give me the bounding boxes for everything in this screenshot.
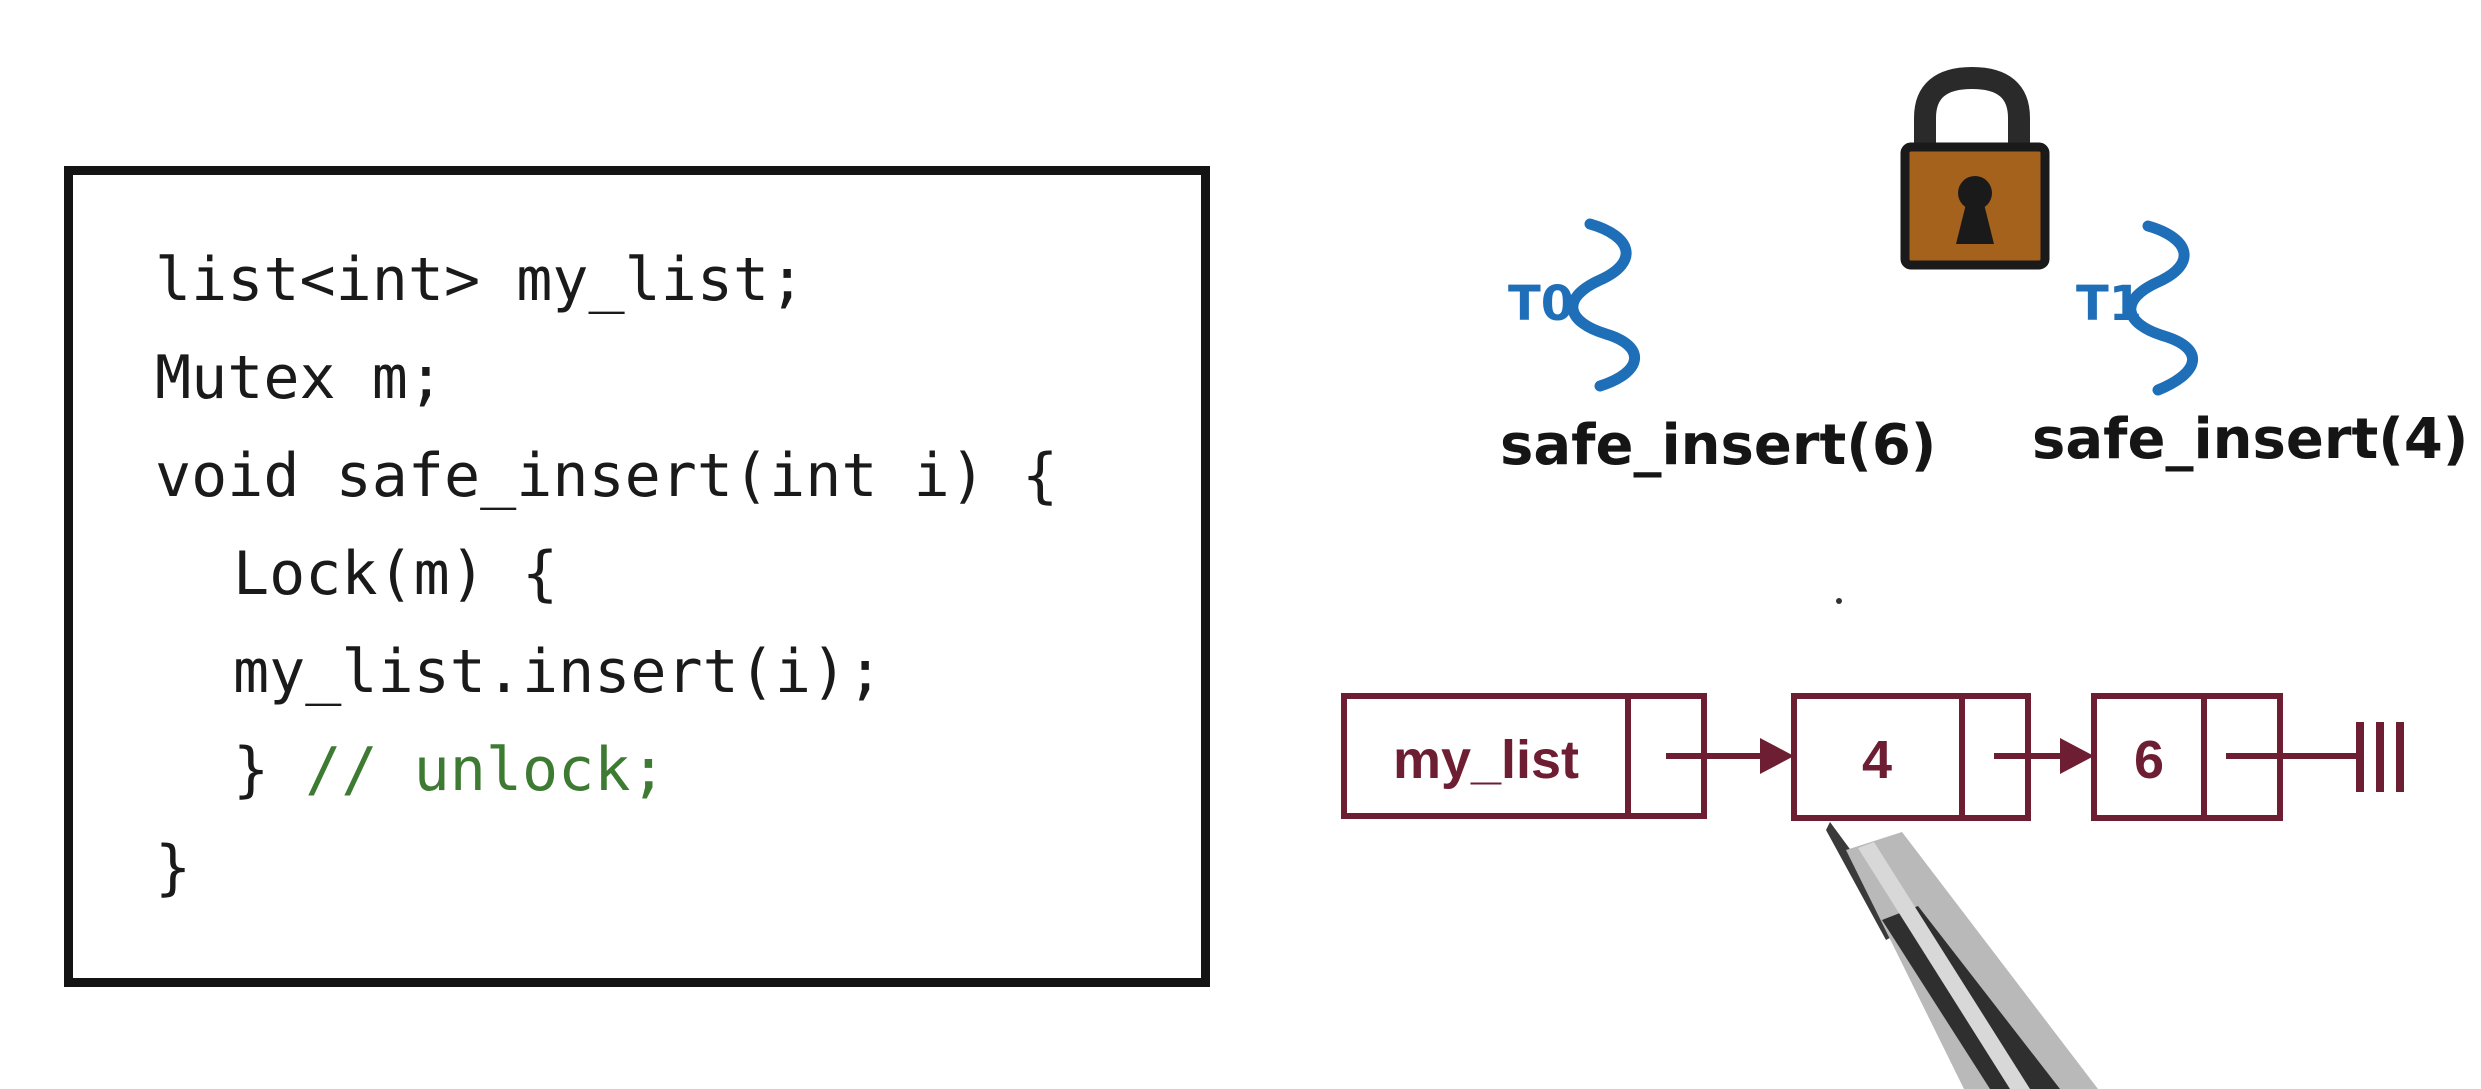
code-line-6: } // unlock; bbox=[155, 721, 1058, 819]
thread-t1: T1 safe_insert(4) bbox=[2032, 220, 2468, 472]
pen-icon bbox=[1826, 822, 2098, 1089]
list-head-label: my_list bbox=[1393, 730, 1579, 790]
stray-dot bbox=[1836, 598, 1842, 604]
code-line-7: } bbox=[155, 833, 192, 903]
list-node-value: 4 bbox=[1862, 730, 1892, 790]
code-panel: list<int> my_list; Mutex m; void safe_inse… bbox=[64, 166, 1210, 987]
list-node-value: 6 bbox=[2134, 730, 2164, 790]
code-line-6-brace: } bbox=[233, 735, 306, 805]
thread-squiggle-icon bbox=[2125, 220, 2198, 396]
linked-list bbox=[1341, 693, 2404, 821]
lock-icon bbox=[1900, 66, 2050, 270]
thread-squiggle-icon bbox=[1567, 218, 1640, 392]
code-line-5: my_list.insert(i); bbox=[233, 637, 884, 707]
code-line-4: Lock(m) { bbox=[233, 539, 559, 609]
arrow-head bbox=[1760, 738, 1794, 774]
code-block: list<int> my_list; Mutex m; void safe_inse… bbox=[155, 231, 1058, 917]
code-line-3: void safe_insert(int i) { bbox=[155, 441, 1059, 511]
thread-t0-call: safe_insert(6) bbox=[1500, 413, 1936, 478]
thread-t0-label: T0 bbox=[1508, 276, 1574, 332]
thread-t1-call: safe_insert(4) bbox=[2032, 407, 2468, 472]
code-line-2: Mutex m; bbox=[155, 343, 444, 413]
list-node-4 bbox=[1791, 693, 2031, 821]
unlock-comment: // unlock; bbox=[305, 735, 667, 805]
arrow-head bbox=[2060, 738, 2094, 774]
code-line-1: list<int> my_list; bbox=[155, 245, 806, 315]
thread-t0: T0 safe_insert(6) bbox=[1500, 218, 1936, 478]
